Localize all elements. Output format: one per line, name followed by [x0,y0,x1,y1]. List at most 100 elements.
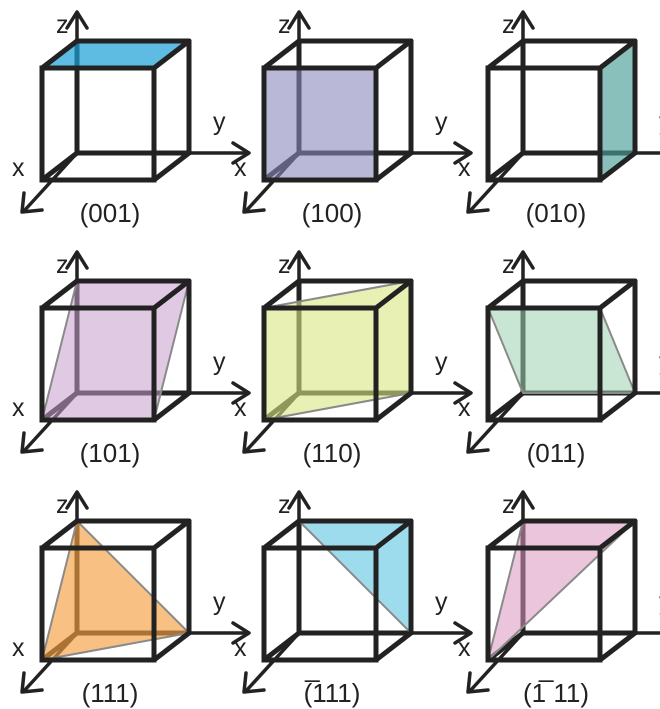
cube-front-face [485,65,603,183]
cube-panel: zyx(̅111) [234,490,473,708]
x-axis-arrowhead [20,191,44,214]
cube-edge [373,518,414,551]
cube-edge [261,518,302,551]
cube-edge [597,38,638,71]
cube-panel: z y x (001) [12,10,251,228]
cube-panel: zyx(1̅ 11) [458,490,660,708]
cube-panel: zyx(011) [458,250,660,468]
y-axis-arrowhead [231,621,251,645]
cube-edge [485,38,526,71]
z-axis-label: z [278,11,291,39]
z-axis-label: z [278,491,291,519]
cube-panel: zyx(111) [12,490,251,708]
cube-front-face [261,305,379,423]
x-axis-arrowhead [20,671,44,694]
cube-edge [151,390,192,423]
z-axis-label: z [502,251,515,279]
x-axis-label: x [234,634,247,662]
z-axis-label: z [56,11,69,39]
miller-index-label: (100) [302,198,363,228]
z-axis-arrowhead [511,10,535,30]
y-axis-label: y [435,108,448,136]
x-axis-label: x [234,394,247,422]
x-axis-label: x [12,154,25,182]
miller-index-label: (101) [80,438,141,468]
x-axis-label: x [12,634,25,662]
x-axis-arrowhead [242,431,266,454]
cube-edge [597,390,638,423]
x-axis-arrowhead [466,191,490,214]
y-axis-arrowhead [231,381,251,405]
miller-index-label: (111) [82,678,139,708]
cube-edge [597,518,638,551]
crystal-plane [298,520,412,634]
x-axis-label: x [458,634,471,662]
cube-edge [151,518,192,551]
cube-edge [373,150,414,183]
crystal-plane [41,40,190,69]
x-axis-label: x [12,394,25,422]
crystal-plane [41,280,190,421]
cube-front-face [485,545,603,663]
miller-index-label: (̅111) [304,678,361,708]
crystal-plane [41,520,190,661]
cube-panel: zyx(010) [458,10,660,228]
z-axis-arrowhead [65,490,89,510]
z-axis-arrowhead [65,250,89,270]
z-axis-label: z [502,11,515,39]
z-axis-label: z [56,491,69,519]
cube-panel: zyx(101) [12,250,251,468]
z-axis-arrowhead [287,490,311,510]
cube-panel: zyx(100) [234,10,473,228]
cube-edge [151,630,192,663]
cube-edge [151,150,192,183]
cube-front-face [485,305,603,423]
miller-index-label: (010) [526,198,587,228]
x-axis-arrowhead [242,191,266,214]
cube-front-face [261,545,379,663]
y-axis-arrowhead [453,381,473,405]
x-axis-arrowhead [242,671,266,694]
cube-front-face [39,545,157,663]
crystal-plane [263,280,412,421]
cube-edge [485,278,526,311]
y-axis-arrowhead [453,141,473,165]
cube-edge [151,278,192,311]
y-axis-label: y [213,348,226,376]
cube-edge [597,630,638,663]
cube-edge [373,38,414,71]
cube-edge [39,518,80,551]
cube-front-face [261,65,379,183]
cube-panel: zyx(110) [234,250,473,468]
cube-edge [261,38,302,71]
x-axis-arrowhead [466,671,490,694]
y-axis-label: y [435,348,448,376]
crystal-plane [487,307,636,394]
x-axis-label: x [458,394,471,422]
z-axis-arrowhead [511,250,535,270]
cube-edge [373,278,414,311]
z-axis-label: z [56,251,69,279]
z-axis-label: z [502,491,515,519]
x-axis-arrowhead [466,431,490,454]
z-axis-arrowhead [511,490,535,510]
y-axis-label: y [213,108,226,136]
miller-index-label: (011) [527,438,586,468]
z-axis-arrowhead [287,10,311,30]
miller-index-label: (1̅ 11) [523,678,589,708]
y-axis-label: y [435,588,448,616]
cube-edge [597,278,638,311]
x-axis-arrowhead [20,431,44,454]
miller-index-label: (110) [303,438,362,468]
cube-edge [261,278,302,311]
cube-front-face [39,65,157,183]
y-axis-label: y [213,588,226,616]
cube-front-face [39,305,157,423]
cube-edge [151,38,192,71]
y-axis-arrowhead [453,621,473,645]
cube-edge [597,150,638,183]
crystal-plane [263,67,377,181]
cube-edge [485,518,526,551]
miller-index-label: (001) [80,198,141,228]
